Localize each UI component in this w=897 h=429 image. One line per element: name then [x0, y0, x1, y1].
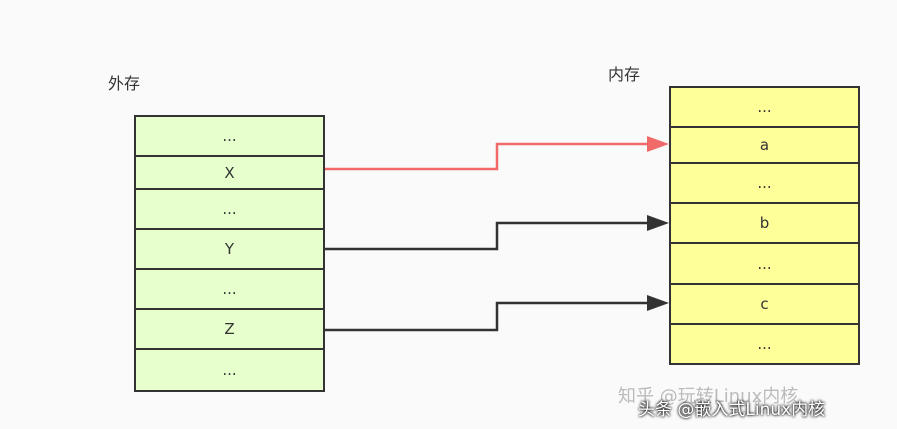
memory-cell-c: c	[671, 285, 858, 325]
external-cell-0: ...	[136, 117, 323, 157]
external-cell-6: ...	[222, 361, 237, 379]
external-storage-stack: ... X ... Y ... Z ...	[134, 115, 325, 392]
arrow-x-to-a	[325, 136, 669, 171]
memory-stack: ... a ... b ... c ...	[669, 86, 860, 365]
external-cell-2: ...	[136, 190, 323, 230]
memory-cell-2: ...	[671, 164, 858, 204]
external-cell-x: X	[136, 157, 323, 190]
memory-cell-4: ...	[671, 244, 858, 285]
memory-cell-a: a	[671, 128, 858, 164]
memory-cell-0: ...	[671, 88, 858, 128]
watermark-faint: 知乎 @玩转Linux内核	[618, 386, 799, 407]
external-storage-title: 外存	[108, 74, 141, 93]
external-cell-4: ...	[136, 270, 323, 310]
memory-cell-b: b	[671, 204, 858, 244]
memory-cell-6: ...	[757, 335, 772, 353]
arrow-z-to-c	[325, 295, 669, 332]
memory-title: 内存	[608, 65, 641, 84]
external-cell-z: Z	[136, 310, 323, 350]
arrow-y-to-b	[325, 215, 669, 251]
external-cell-y: Y	[136, 230, 323, 270]
watermark-badge: 头条 @嵌入式Linux内核	[638, 400, 826, 420]
